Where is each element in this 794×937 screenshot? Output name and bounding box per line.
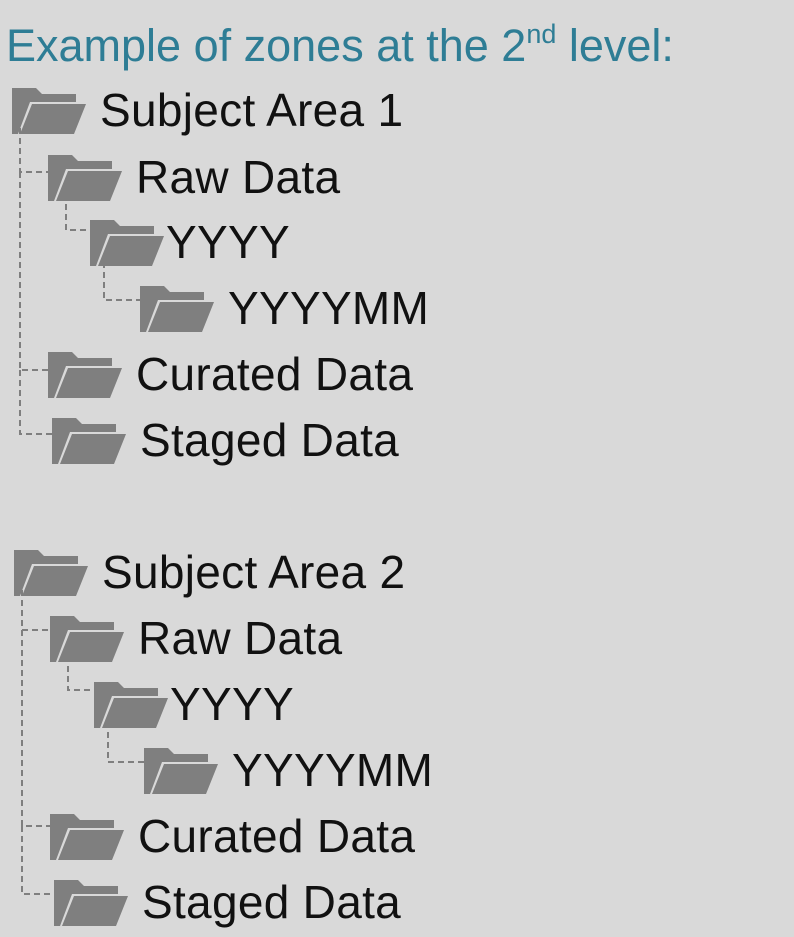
folder-icon <box>50 612 124 664</box>
folder-label: Raw Data <box>138 612 343 664</box>
folder-label: Staged Data <box>140 414 400 466</box>
folder-icon <box>12 84 86 136</box>
folder-icon <box>90 216 164 268</box>
folder-icon <box>48 151 122 203</box>
folder-icon <box>140 282 214 334</box>
connector-month-2 <box>107 722 146 763</box>
tree-node-yyyy[interactable]: YYYY <box>94 672 294 736</box>
title-prefix: Example of zones at the 2 <box>6 20 527 71</box>
folder-icon <box>14 546 88 598</box>
folder-icon <box>94 678 168 730</box>
title-suffix: level: <box>556 20 674 71</box>
folder-label: Subject Area 2 <box>102 546 406 598</box>
folder-label: YYYYMM <box>228 282 430 334</box>
connector-staged-2 <box>21 826 56 895</box>
tree-node-curated-data[interactable]: Curated Data <box>48 342 413 406</box>
folder-icon <box>144 744 218 796</box>
tree-node-yyyymm[interactable]: YYYYMM <box>140 276 429 340</box>
connector-month-1 <box>103 262 142 301</box>
folder-label: Curated Data <box>136 348 414 400</box>
tree-node-subject-area-2[interactable]: Subject Area 2 <box>14 540 405 604</box>
connector-year-2 <box>67 656 96 691</box>
folder-label: YYYY <box>166 216 290 268</box>
folder-label: YYYY <box>170 678 294 730</box>
connector-curated-2 <box>21 630 52 827</box>
folder-icon <box>52 414 126 466</box>
tree-node-subject-area-1[interactable]: Subject Area 1 <box>12 78 403 142</box>
tree-node-curated-data[interactable]: Curated Data <box>50 804 415 868</box>
folder-icon <box>50 810 124 862</box>
tree-node-raw-data[interactable]: Raw Data <box>50 606 342 670</box>
folder-label: Subject Area 1 <box>100 84 404 136</box>
connector-curated-1 <box>19 172 52 371</box>
connector-year-1 <box>65 194 92 231</box>
connector-staged-1 <box>19 370 52 435</box>
tree-node-yyyymm[interactable]: YYYYMM <box>144 738 433 802</box>
folder-icon <box>48 348 122 400</box>
tree-node-staged-data[interactable]: Staged Data <box>54 870 401 934</box>
folder-icon <box>54 876 128 928</box>
page-title: Example of zones at the 2nd level: <box>6 14 674 78</box>
folder-label: Curated Data <box>138 810 416 862</box>
tree-node-raw-data[interactable]: Raw Data <box>48 145 340 209</box>
folder-label: Raw Data <box>136 151 341 203</box>
tree-node-staged-data[interactable]: Staged Data <box>52 408 399 472</box>
folder-label: YYYYMM <box>232 744 434 796</box>
folder-label: Staged Data <box>142 876 402 928</box>
title-superscript: nd <box>526 19 557 49</box>
tree-node-yyyy[interactable]: YYYY <box>90 210 290 274</box>
